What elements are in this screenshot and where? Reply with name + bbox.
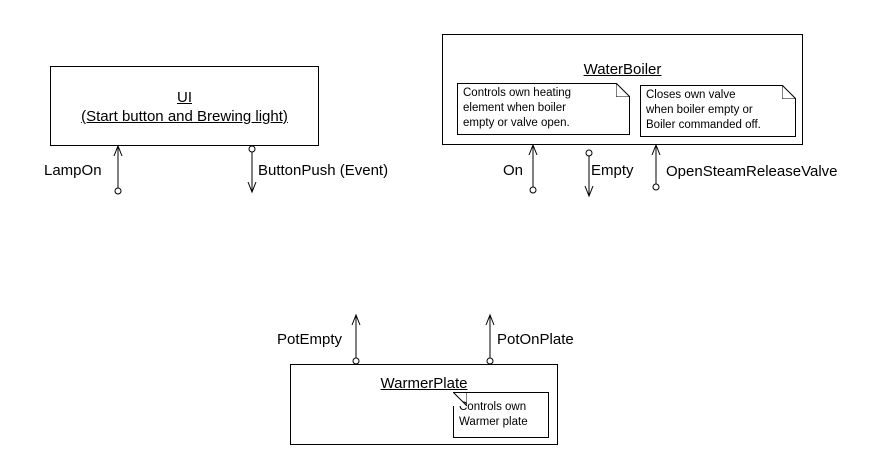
water-boiler-note-heating: Controls own heating element when boiler… — [457, 83, 630, 135]
note-line: Closes own valve — [646, 89, 736, 101]
water-boiler-box: WaterBoiler Controls own heating element… — [442, 34, 803, 145]
button-push-arrow — [247, 145, 257, 194]
on-arrow — [528, 143, 538, 194]
note-fold-icon — [453, 392, 467, 406]
note-line: element when boiler — [463, 102, 566, 114]
water-boiler-note-valve: Closes own valve when boiler empty or Bo… — [640, 85, 796, 137]
note-line: Boiler commanded off. — [646, 119, 761, 131]
empty-arrow — [584, 149, 594, 198]
ui-component-box: UI (Start button and Brewing light) — [50, 66, 319, 146]
ui-title-line1: UI — [177, 89, 192, 106]
empty-label: Empty — [591, 162, 634, 179]
pot-empty-label: PotEmpty — [277, 331, 343, 348]
open-valve-arrow — [651, 143, 661, 191]
note-line: Controls own — [459, 401, 527, 413]
note-line: when boiler empty or — [646, 104, 753, 116]
open-valve-label: OpenSteamReleaseValve — [666, 163, 838, 180]
pot-empty-arrow — [351, 313, 361, 365]
warmer-plate-box: WarmerPlate Controls own Warmer plate — [290, 364, 558, 445]
on-label: On — [503, 162, 524, 179]
note-line: Warmer plate — [459, 416, 528, 428]
pot-on-plate-arrow — [485, 313, 495, 365]
water-boiler-title: WaterBoiler — [583, 61, 662, 78]
note-fold-icon — [782, 85, 796, 99]
ui-title-line2: (Start button and Brewing light) — [81, 108, 288, 125]
note-fold-icon — [616, 83, 630, 97]
warmer-plate-title: WarmerPlate — [380, 375, 468, 392]
lamp-on-label: LampOn — [44, 162, 102, 179]
pot-on-plate-label: PotOnPlate — [497, 331, 574, 348]
note-line: Controls own heating — [463, 87, 572, 99]
lamp-on-arrow — [113, 144, 123, 195]
button-push-label: ButtonPush (Event) — [258, 162, 389, 179]
note-line: empty or valve open. — [463, 117, 570, 129]
warmer-plate-note: Controls own Warmer plate — [453, 392, 549, 438]
